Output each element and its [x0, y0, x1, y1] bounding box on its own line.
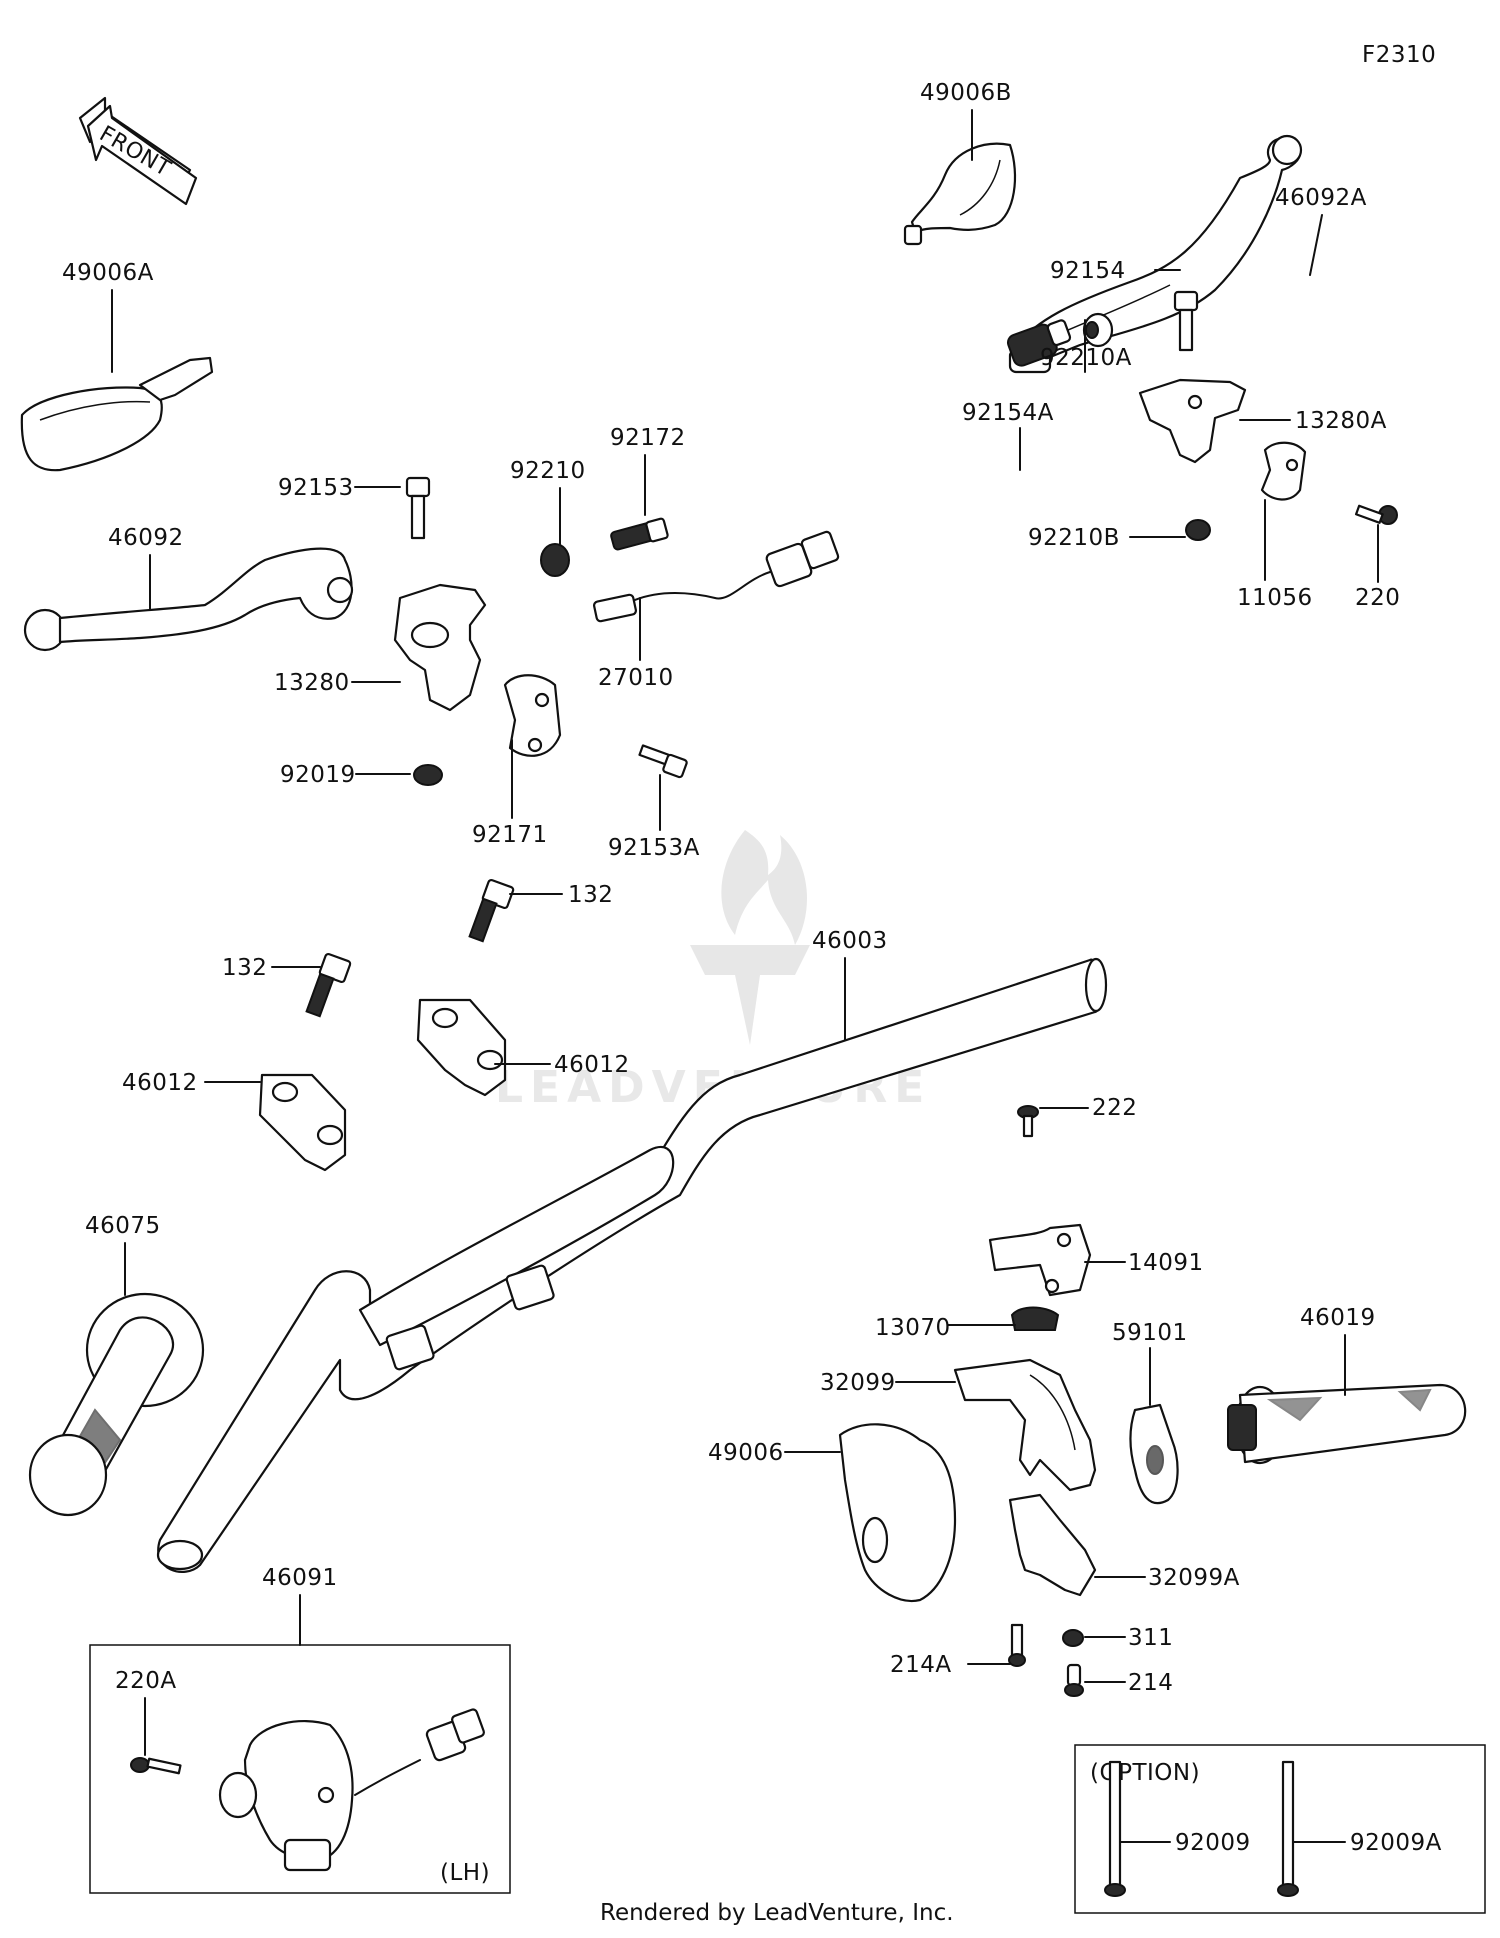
callout-132: 132 — [222, 955, 267, 981]
cover-49006b-icon — [903, 142, 1017, 246]
callout-11056: 11056 — [1237, 585, 1313, 611]
callout-46091: 46091 — [262, 1565, 338, 1591]
screw-214-icon — [1064, 1663, 1084, 1697]
grip-46019-icon — [1227, 1383, 1467, 1465]
clamp-46012b-icon — [258, 1073, 347, 1172]
callout-92171: 92171 — [472, 822, 548, 848]
callout-222: 222 — [1092, 1095, 1137, 1121]
callout-46003: 46003 — [812, 928, 888, 954]
option-box-title: (OPTION) — [1090, 1760, 1200, 1786]
callout-46092: 46092 — [108, 525, 184, 551]
callout-46019: 46019 — [1300, 1305, 1376, 1331]
bolt-92154-icon — [1173, 290, 1199, 352]
callout-220a: 220A — [115, 1668, 177, 1694]
bolt-92153-icon — [405, 476, 431, 540]
callout-92210b: 92210B — [1028, 525, 1120, 551]
callout-92154a: 92154A — [962, 400, 1054, 426]
screw-220-icon — [1354, 504, 1398, 525]
bolt-92153a-icon — [638, 744, 688, 779]
callout-92009: 92009 — [1175, 1830, 1251, 1856]
screw-222-icon — [1017, 1105, 1039, 1138]
callout-32099a: 32099A — [1148, 1565, 1240, 1591]
nut-92210a-icon — [1082, 312, 1114, 348]
housing-32099-icon — [953, 1358, 1097, 1492]
bolt-132b-icon — [305, 952, 352, 1018]
screw-220a-icon — [130, 1757, 182, 1775]
callout-49006b: 49006B — [920, 80, 1012, 106]
switch-27010-icon — [593, 530, 840, 623]
handlebar-46003-icon — [156, 957, 1108, 1573]
knob-92154a-icon — [1006, 319, 1072, 367]
leader-line-46092a — [1309, 214, 1323, 276]
callout-46012: 46012 — [122, 1070, 198, 1096]
callout-92153: 92153 — [278, 475, 354, 501]
callout-13280a: 13280A — [1295, 408, 1387, 434]
callout-27010: 27010 — [598, 665, 674, 691]
callout-46092a: 46092A — [1275, 185, 1367, 211]
clamp-92171-icon — [503, 674, 562, 757]
nut-311-icon — [1062, 1629, 1084, 1647]
cam-13070-icon — [1010, 1306, 1060, 1331]
housing-32099a-icon — [1008, 1493, 1097, 1597]
nut-92210b-icon — [1185, 519, 1211, 541]
callout-214: 214 — [1128, 1670, 1173, 1696]
front-arrow-icon: FRONT — [78, 96, 198, 206]
callout-92019: 92019 — [280, 762, 356, 788]
callout-132: 132 — [568, 882, 613, 908]
callout-220: 220 — [1355, 585, 1400, 611]
callout-59101: 59101 — [1112, 1320, 1188, 1346]
pulley-59101-icon — [1129, 1403, 1179, 1505]
callout-49006: 49006 — [708, 1440, 784, 1466]
grip-46075-icon — [28, 1292, 205, 1517]
clamp-11056-icon — [1260, 441, 1307, 501]
callout-92009a: 92009A — [1350, 1830, 1442, 1856]
callout-92154: 92154 — [1050, 258, 1126, 284]
callout-labels: 49006B 46092A 92154 92210A 13280A 92154A 92210… — [62, 80, 1442, 1856]
cover-49006a-icon — [20, 356, 214, 472]
callout-13070: 13070 — [875, 1315, 951, 1341]
callout-92172: 92172 — [610, 425, 686, 451]
callout-214a: 214A — [890, 1652, 952, 1678]
callout-92210a: 92210A — [1040, 345, 1132, 371]
screw-214a-icon — [1008, 1623, 1026, 1667]
callout-92153a: 92153A — [608, 835, 700, 861]
switch-46091-icon — [218, 1708, 485, 1872]
bolt-92009a-icon — [1277, 1760, 1299, 1897]
callout-46075: 46075 — [85, 1213, 161, 1239]
callout-14091: 14091 — [1128, 1250, 1204, 1276]
callout-13280: 13280 — [274, 670, 350, 696]
holder-13280a-icon — [1138, 378, 1247, 464]
bolt-92009-icon — [1104, 1760, 1126, 1897]
nut-92210-icon — [540, 543, 570, 577]
lever-46092-icon — [23, 547, 354, 652]
option-box — [1074, 1744, 1486, 1914]
bolt-132-icon — [468, 878, 515, 943]
nut-92019-icon — [413, 764, 443, 786]
clamp-46012-icon — [416, 998, 507, 1097]
cover-49006-icon — [838, 1423, 957, 1603]
callout-92210: 92210 — [510, 458, 586, 484]
callout-311: 311 — [1128, 1625, 1173, 1651]
callout-46012: 46012 — [554, 1052, 630, 1078]
bolt-92172-icon — [610, 517, 669, 551]
footer-credit: Rendered by LeadVenture, Inc. — [600, 1900, 954, 1926]
callout-32099: 32099 — [820, 1370, 896, 1396]
callout-49006a: 49006A — [62, 260, 154, 286]
guide-14091-icon — [988, 1223, 1092, 1297]
lh-label: (LH) — [440, 1860, 490, 1886]
holder-13280-icon — [393, 583, 487, 712]
diagram-code: F2310 — [1362, 42, 1436, 68]
leader-lines — [111, 109, 1379, 1843]
